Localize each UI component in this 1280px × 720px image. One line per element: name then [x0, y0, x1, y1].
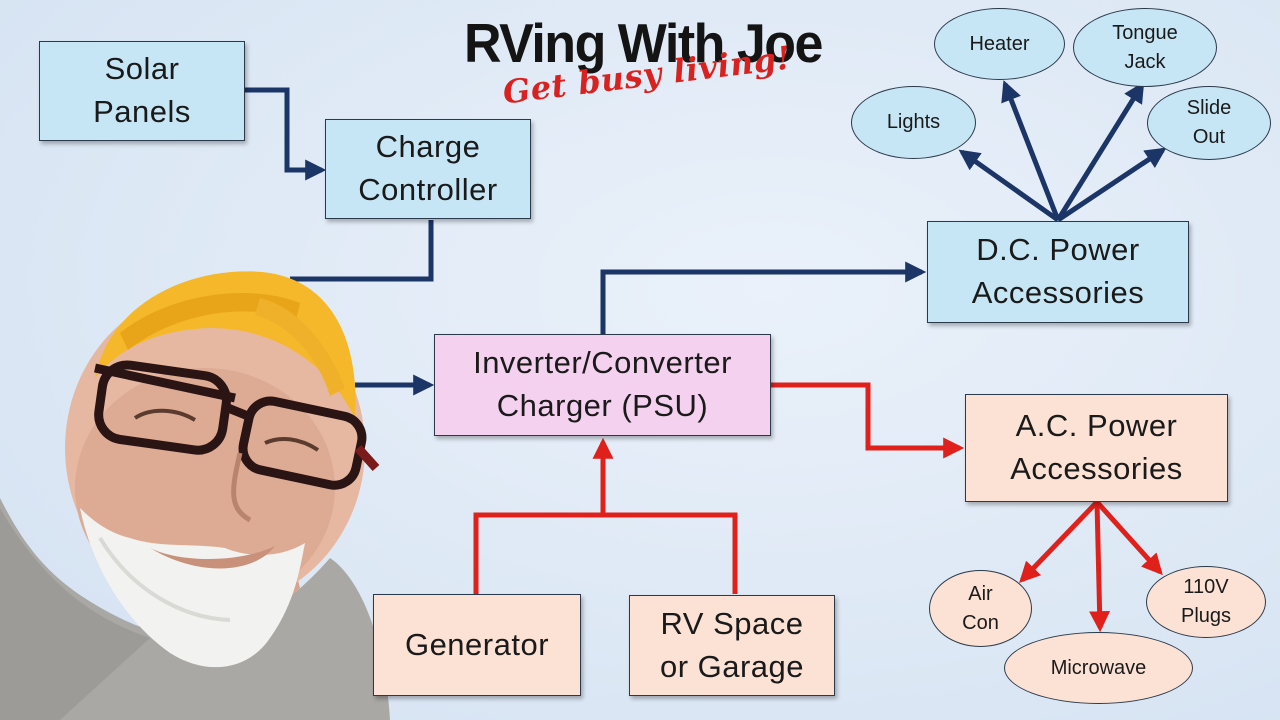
dc-item-lights: Lights [851, 86, 976, 159]
wire-sources-to-inverter [473, 512, 738, 594]
ac-item-aircon: Air Con [929, 570, 1032, 647]
wire-solar-to-charge [245, 87, 327, 181]
wire-dc-to-heater [1001, 80, 1061, 221]
dc-item-label: Slide Out [1186, 97, 1232, 148]
rv-space-label: RV Space or Garage [659, 605, 805, 684]
inverter-box: Inverter/Converter Charger (PSU) [434, 334, 771, 436]
ac-item-label: Microwave [1050, 656, 1147, 679]
wire-dc-to-slide-out [1056, 147, 1167, 223]
generator-box: Generator [373, 594, 581, 696]
wire-inverter-to-dc [600, 261, 927, 334]
dc-item-tongue-jack: Tongue Jack [1073, 8, 1217, 87]
dc-accessories-box: D.C. Power Accessories [927, 221, 1189, 323]
wire-dc-to-lights [958, 149, 1060, 223]
dc-item-label: Tongue Jack [1112, 21, 1178, 73]
ac-accessories-box: A.C. Power Accessories [965, 394, 1228, 502]
rv-space-box: RV Space or Garage [629, 595, 835, 696]
wire-ac-to-microwave [1089, 501, 1111, 633]
brand-logo: RVing With Joe Get busy living! [462, 10, 827, 112]
wire-ac-to-aircon [1019, 500, 1099, 584]
dc-item-slide-out: Slide Out [1147, 86, 1271, 160]
wire-dc-to-tongue-jack [1055, 81, 1145, 222]
solar-panels-label: Solar Panels [93, 51, 191, 129]
logo-title: RVing With Joe [464, 13, 823, 75]
wire-charge-to-battery [290, 220, 434, 282]
joe-portrait [0, 271, 390, 720]
ac-item-110v-plugs: 110V Plugs [1146, 566, 1266, 638]
wire-inverter-to-ac [770, 382, 965, 459]
charge-controller-box: Charge Controller [325, 119, 531, 219]
generator-label: Generator [404, 626, 550, 662]
dc-item-heater: Heater [934, 8, 1065, 80]
inverter-label: Inverter/Converter Charger (PSU) [473, 345, 732, 423]
ac-accessories-label: A.C. Power Accessories [1010, 408, 1183, 486]
ac-item-microwave: Microwave [1004, 632, 1193, 704]
solar-panels-box: Solar Panels [39, 41, 245, 141]
dc-item-label: Lights [886, 111, 941, 133]
charge-controller-label: Charge Controller [358, 129, 498, 207]
ac-item-label: 110V Plugs [1180, 576, 1232, 627]
ac-item-label: Air Con [962, 582, 999, 634]
wire-ac-to-110v [1095, 500, 1163, 576]
dc-accessories-label: D.C. Power Accessories [971, 232, 1145, 310]
dc-item-label: Heater [969, 32, 1030, 55]
